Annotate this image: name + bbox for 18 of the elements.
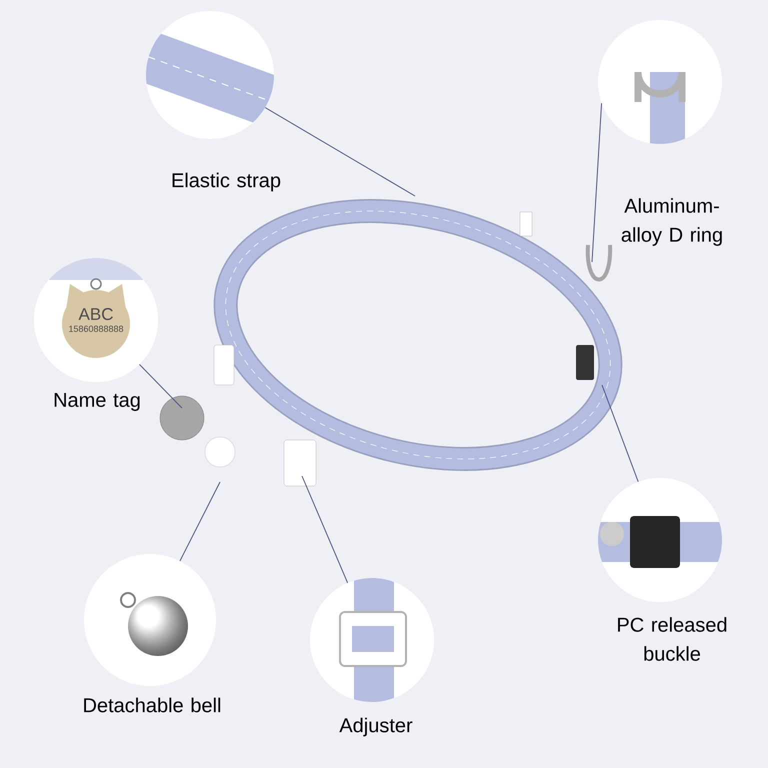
name-tag-inset: ABC 15860888888 (34, 258, 158, 382)
inset-photo (146, 11, 274, 139)
leader-line (602, 384, 639, 482)
leader-line (180, 482, 220, 562)
leader-line (139, 364, 182, 408)
callout-label: Adjuster (339, 718, 412, 736)
inset-photo (84, 554, 216, 686)
inset-photo (598, 20, 722, 144)
callout-label: Name tag (54, 393, 140, 411)
inset-photo (598, 478, 722, 602)
leader-line (264, 107, 416, 196)
callout-label: Aluminum-alloy D ring (622, 198, 722, 246)
inset-photo (310, 578, 434, 702)
leader-line (592, 102, 602, 262)
callout-label: PC released buckle (618, 617, 726, 661)
callout-label: Elastic strap (172, 172, 280, 192)
callout-label: Detachable bell (84, 698, 220, 712)
leader-line (302, 476, 348, 584)
